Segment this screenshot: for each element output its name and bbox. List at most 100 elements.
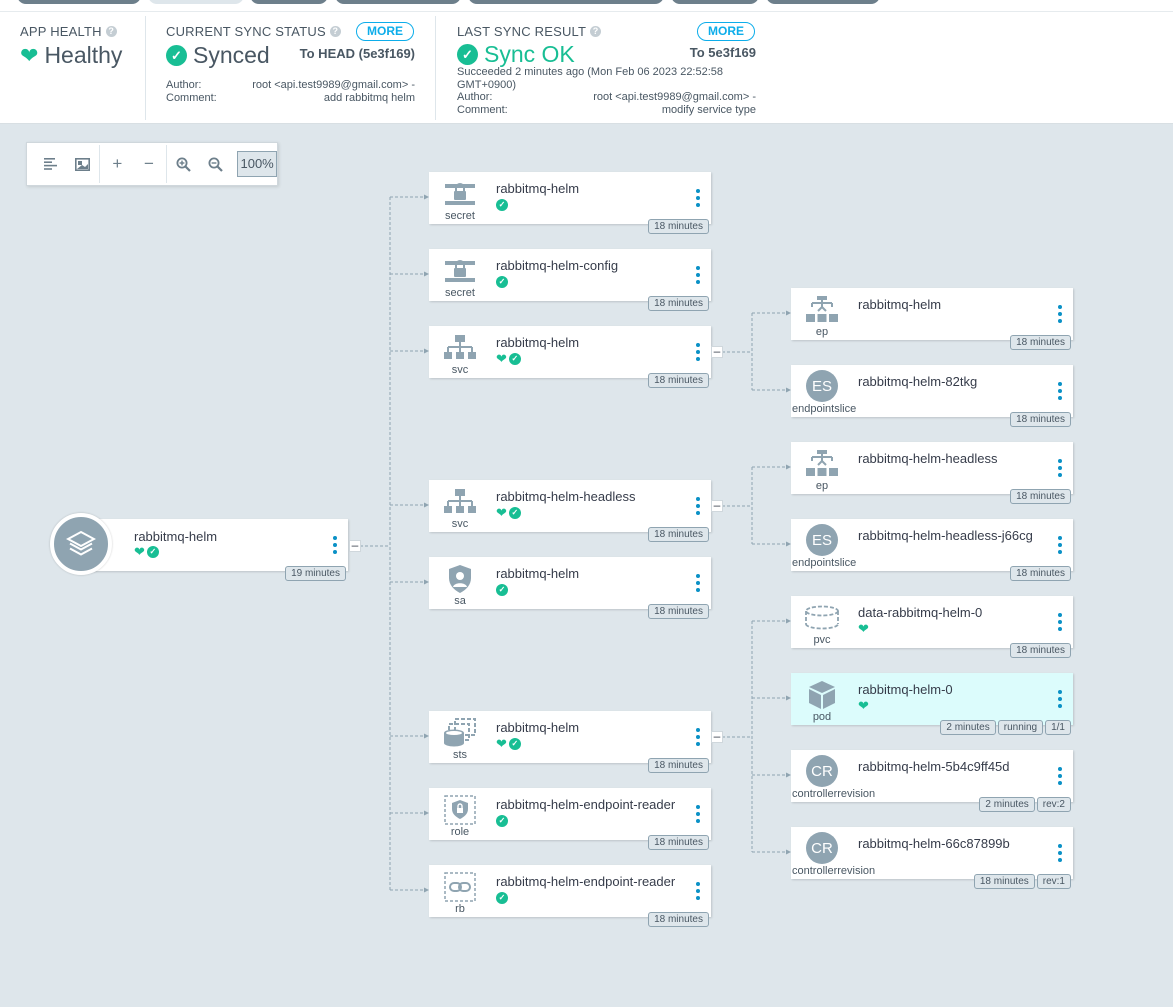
age-tag: 18 minutes xyxy=(973,874,1035,889)
more-menu-icon[interactable] xyxy=(1057,613,1063,631)
node-kind: ep xyxy=(815,480,829,492)
secret-icon xyxy=(441,180,479,208)
root-app-card[interactable]: rabbitmq-helm ❤ ✓ 19 minutes xyxy=(80,519,348,581)
minus-icon[interactable]: − xyxy=(144,154,154,173)
more-menu-icon[interactable] xyxy=(1057,844,1063,862)
resource-node-controllerrevision[interactable]: CR controllerrevision rabbitmq-helm-66c8… xyxy=(791,827,1073,889)
resource-node-pvc[interactable]: pvc data-rabbitmq-helm-0 ❤ 18 minutes xyxy=(791,596,1073,658)
plus-icon[interactable]: + xyxy=(112,154,123,173)
root-app-node[interactable]: rabbitmq-helm ❤ ✓ 19 minutes xyxy=(50,513,348,581)
avatar: ES xyxy=(806,370,838,402)
check-circle-icon: ✓ xyxy=(166,45,187,66)
app-health-text: Healthy xyxy=(44,42,123,68)
top-tab[interactable] xyxy=(250,0,328,4)
resource-node-sts[interactable]: sts rabbitmq-helm ❤✓ 18 minutes xyxy=(429,711,711,773)
zoom-in-icon[interactable] xyxy=(168,149,200,179)
node-kind: endpointslice xyxy=(792,403,857,415)
collapse-toggle[interactable]: – xyxy=(711,345,723,358)
more-menu-icon[interactable] xyxy=(1057,305,1063,323)
node-name: rabbitmq-helm xyxy=(858,297,942,312)
age-tag: 18 minutes xyxy=(1010,335,1071,350)
top-tab[interactable] xyxy=(17,0,141,4)
resource-node-ep[interactable]: ep rabbitmq-helm 18 minutes xyxy=(791,288,1073,350)
age-tag: 2 minutes xyxy=(979,797,1035,812)
check-circle-icon: ✓ xyxy=(146,546,159,558)
node-tags: 18 minutes xyxy=(1010,643,1071,658)
resource-node-sa[interactable]: sa rabbitmq-helm ✓ 18 minutes xyxy=(429,557,711,619)
more-menu-icon[interactable] xyxy=(695,266,701,284)
node-status: ✓ xyxy=(496,892,508,904)
top-tab[interactable] xyxy=(671,0,759,4)
more-menu-icon[interactable] xyxy=(695,882,701,900)
more-menu-icon[interactable] xyxy=(1057,459,1063,477)
resource-node-secret[interactable]: secret rabbitmq-helm ✓ 18 minutes xyxy=(429,172,711,234)
node-tags: 18 minutes xyxy=(1010,335,1071,350)
resource-node-rb[interactable]: rb rabbitmq-helm-endpoint-reader ✓ 18 mi… xyxy=(429,865,711,927)
sync-status-revision[interactable]: To HEAD (5e3f169) xyxy=(299,46,415,61)
top-tab[interactable] xyxy=(468,0,664,4)
node-name: rabbitmq-helm xyxy=(496,181,580,196)
node-tags: 19 minutes xyxy=(285,566,346,581)
more-menu-icon[interactable] xyxy=(695,497,701,515)
resource-node-endpointslice[interactable]: ES endpointslice rabbitmq-helm-headless-… xyxy=(791,519,1073,581)
last-sync-more-button[interactable]: MORE xyxy=(697,22,755,41)
resource-node-endpointslice[interactable]: ES endpointslice rabbitmq-helm-82tkg 18 … xyxy=(791,365,1073,427)
resource-node-ep[interactable]: ep rabbitmq-helm-headless 18 minutes xyxy=(791,442,1073,504)
more-menu-icon[interactable] xyxy=(695,574,701,592)
zoom-level[interactable]: 100% xyxy=(237,151,277,177)
sync-status-more-button[interactable]: MORE xyxy=(356,22,414,41)
more-menu-icon[interactable] xyxy=(1057,690,1063,708)
more-menu-icon[interactable] xyxy=(1057,536,1063,554)
endpoints-icon xyxy=(803,296,841,324)
help-icon[interactable]: ? xyxy=(590,26,602,37)
sync-status-title: CURRENT SYNC STATUS ? xyxy=(166,24,341,39)
heart-icon: ❤ xyxy=(134,544,145,559)
ready-tag: 1/1 xyxy=(1045,720,1071,735)
top-tab[interactable] xyxy=(335,0,461,4)
node-name: rabbitmq-helm-headless-j66cg xyxy=(858,528,1033,543)
age-tag: 18 minutes xyxy=(1010,489,1071,504)
node-status: ❤ xyxy=(858,622,869,635)
last-sync-revision[interactable]: To 5e3f169 xyxy=(689,45,756,60)
service-icon xyxy=(441,488,479,516)
resource-node-pod[interactable]: pod rabbitmq-helm-0 ❤ 2 minutes running … xyxy=(791,673,1073,735)
node-kind: svc xyxy=(451,364,469,376)
node-status: ❤✓ xyxy=(496,737,521,750)
more-menu-icon[interactable] xyxy=(332,536,338,554)
top-strip xyxy=(0,0,1173,12)
node-name: rabbitmq-helm-0 xyxy=(858,682,953,697)
node-tags: 18 minutes xyxy=(648,527,709,542)
more-menu-icon[interactable] xyxy=(695,805,701,823)
collapse-toggle[interactable]: – xyxy=(711,730,723,743)
graph-toolbar: + − 100% xyxy=(26,142,278,186)
help-icon[interactable]: ? xyxy=(329,26,341,37)
zoom-out-icon[interactable] xyxy=(200,149,232,179)
node-tags: 18 minutes xyxy=(648,912,709,927)
align-left-icon[interactable] xyxy=(35,149,67,179)
last-sync-label: LAST SYNC RESULT xyxy=(457,24,587,39)
sync-status-panel: CURRENT SYNC STATUS ? MORE ✓ Synced To H… xyxy=(145,16,436,120)
secret-icon xyxy=(441,257,479,285)
more-menu-icon[interactable] xyxy=(1057,767,1063,785)
more-menu-icon[interactable] xyxy=(1057,382,1063,400)
node-name: rabbitmq-helm-endpoint-reader xyxy=(496,874,676,889)
collapse-toggle[interactable]: – xyxy=(711,499,723,512)
resource-node-controllerrevision[interactable]: CR controllerrevision rabbitmq-helm-5b4c… xyxy=(791,750,1073,812)
node-tags: 2 minutes running 1/1 xyxy=(940,720,1071,735)
collapse-toggle[interactable]: – xyxy=(349,539,361,552)
role-icon xyxy=(441,795,479,825)
author-value: root <api.test9989@gmail.com> - xyxy=(252,79,415,91)
top-tab[interactable] xyxy=(148,0,244,4)
age-tag: 18 minutes xyxy=(648,912,709,927)
help-icon[interactable]: ? xyxy=(105,26,117,37)
resource-node-role[interactable]: role rabbitmq-helm-endpoint-reader ✓ 18 … xyxy=(429,788,711,850)
more-menu-icon[interactable] xyxy=(695,343,701,361)
more-menu-icon[interactable] xyxy=(695,728,701,746)
top-tab[interactable] xyxy=(766,0,880,4)
resource-node-svc[interactable]: svc rabbitmq-helm-headless ❤✓ 18 minutes xyxy=(429,480,711,542)
resource-node-secret[interactable]: secret rabbitmq-helm-config ✓ 18 minutes xyxy=(429,249,711,311)
resource-node-svc[interactable]: svc rabbitmq-helm ❤✓ 18 minutes xyxy=(429,326,711,388)
node-status: ❤ ✓ xyxy=(134,544,159,559)
image-icon[interactable] xyxy=(67,149,99,179)
more-menu-icon[interactable] xyxy=(695,189,701,207)
